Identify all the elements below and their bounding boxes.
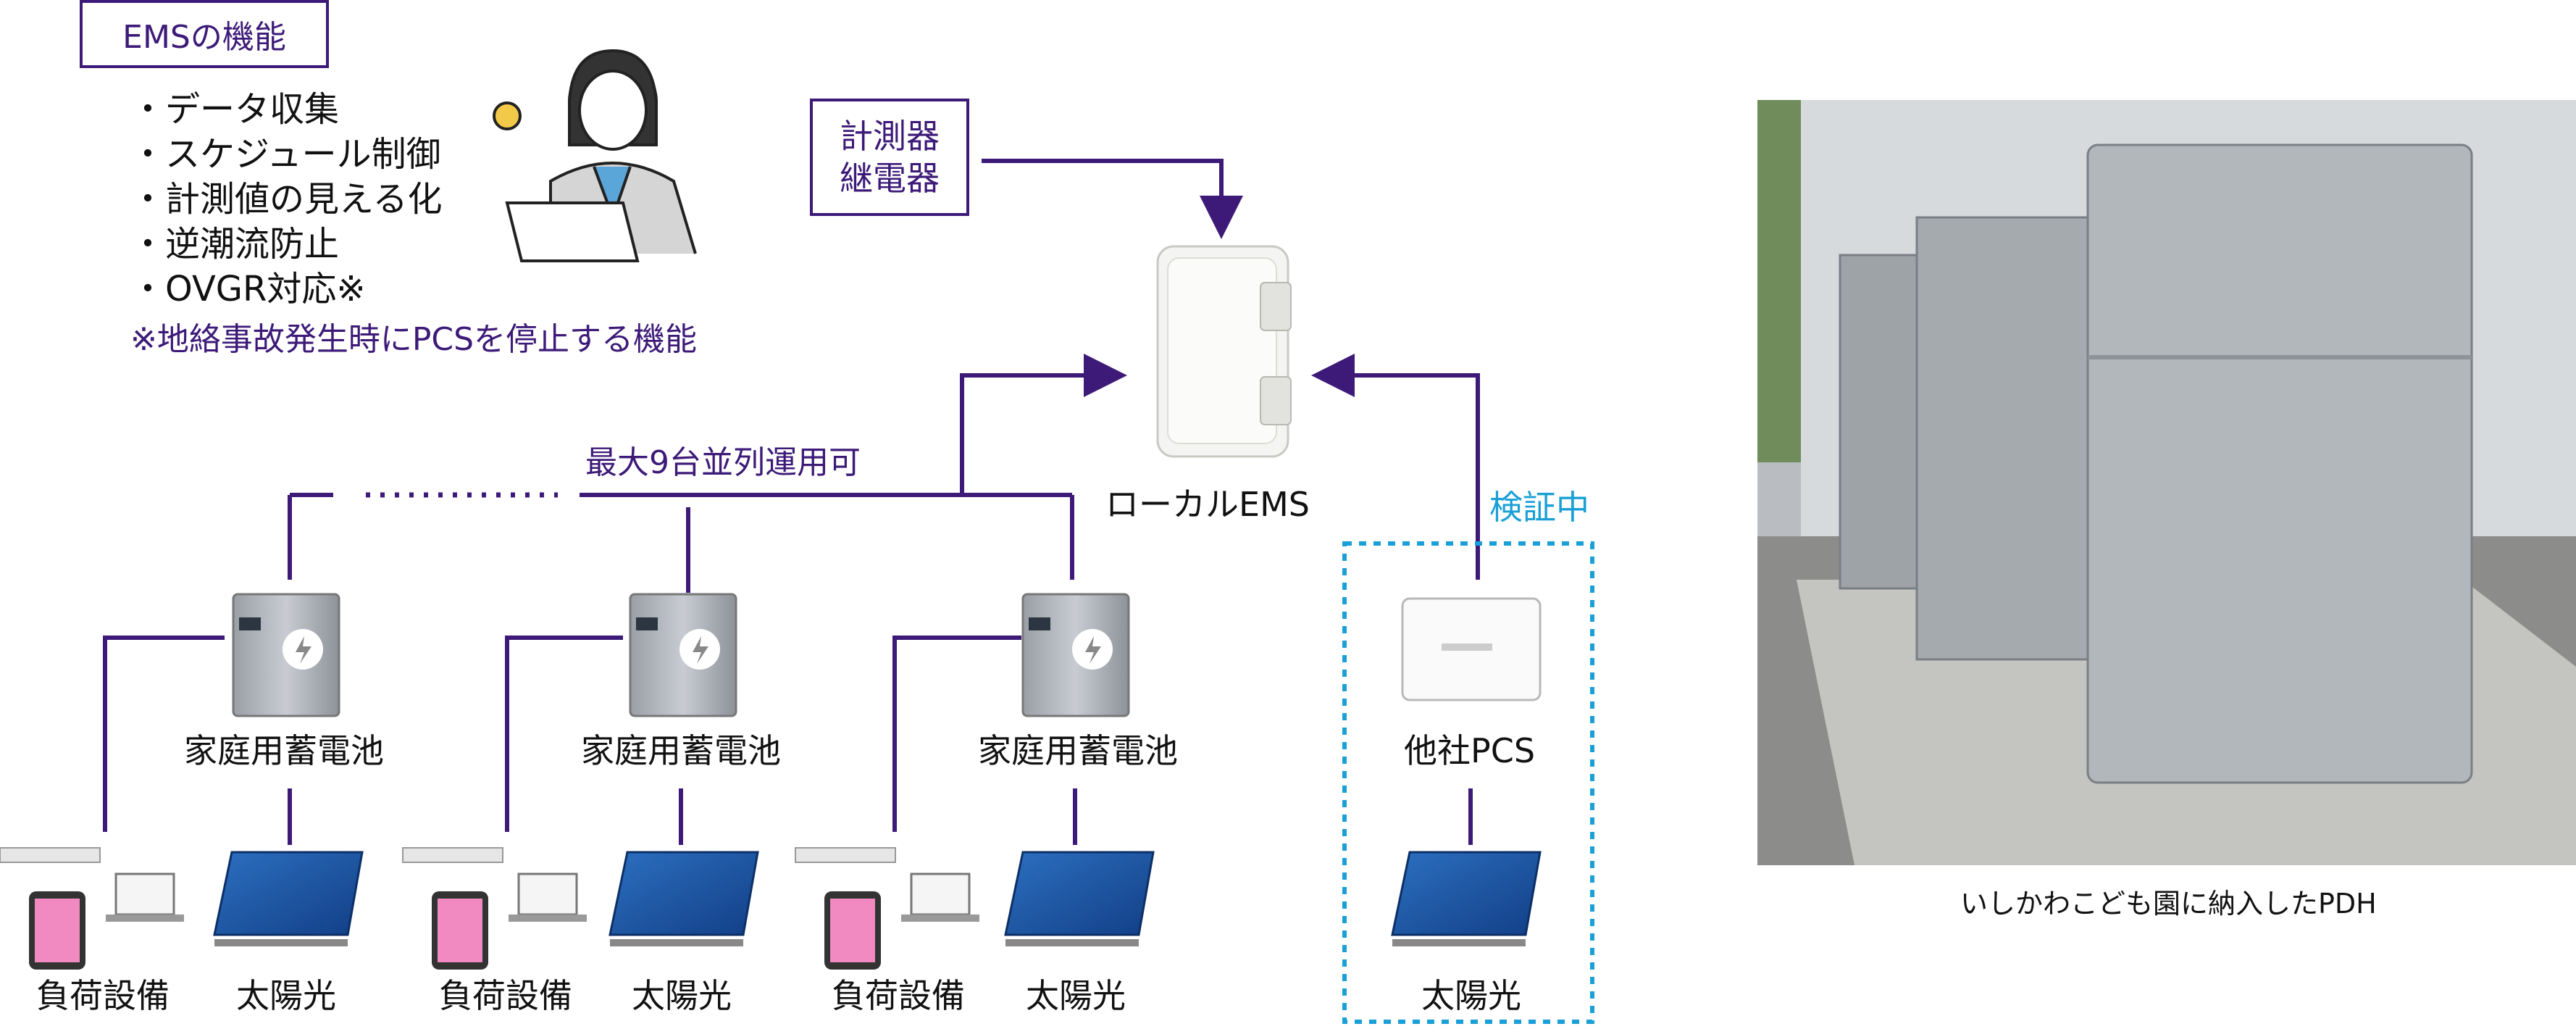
verification-label: 検証中 bbox=[1489, 488, 1589, 527]
ems-features-title: EMSの機能 bbox=[80, 0, 329, 68]
load-label-2: 負荷設備 bbox=[439, 976, 572, 1015]
site-photo bbox=[1757, 100, 2576, 865]
battery-cabinet-3 bbox=[1021, 593, 1130, 717]
battery-label-3: 家庭用蓄電池 bbox=[978, 731, 1178, 770]
relay-label: 継電器 bbox=[840, 159, 940, 198]
local-ems-label: ローカルEMS bbox=[1105, 485, 1310, 524]
solar-panel-3 bbox=[1004, 851, 1155, 946]
feature-item: ・OVGR対応※ bbox=[130, 269, 366, 309]
meter-to-ems-line bbox=[982, 159, 1243, 239]
solar-panel-2 bbox=[609, 851, 759, 946]
solar-panel-4 bbox=[1391, 851, 1542, 946]
ems-feature-list: ・データ収集 ・スケジュール制御 ・計測値の見える化 ・逆潮流防止 ・OVGR対… bbox=[130, 87, 443, 312]
other-pcs-label: 他社PCS bbox=[1404, 731, 1536, 770]
parallel-operation-label: 最大9台並列運用可 bbox=[585, 444, 861, 481]
feature-item: ・逆潮流防止 bbox=[130, 224, 340, 264]
solar-label-4: 太陽光 bbox=[1421, 976, 1521, 1015]
battery-label-2: 家庭用蓄電池 bbox=[581, 731, 781, 770]
solar-label-3: 太陽光 bbox=[1026, 976, 1126, 1015]
ems-device-image bbox=[1156, 245, 1292, 458]
load-label-3: 負荷設備 bbox=[832, 976, 965, 1015]
photo-caption: いしかわこども園に納入したPDH bbox=[1960, 888, 2377, 920]
load-equipment-2 bbox=[402, 847, 587, 970]
load-equipment-1 bbox=[0, 847, 184, 970]
ovgr-note: ※地絡事故発生時にPCSを停止する機能 bbox=[130, 321, 698, 358]
meter-relay-box: 計測器 継電器 bbox=[810, 99, 969, 216]
battery-cabinet-2 bbox=[629, 593, 737, 717]
feature-item: ・データ収集 bbox=[130, 89, 340, 130]
solar-label-2: 太陽光 bbox=[632, 976, 732, 1015]
load-equipment-3 bbox=[795, 847, 979, 970]
feature-item: ・計測値の見える化 bbox=[130, 179, 443, 220]
person-illustration bbox=[493, 49, 697, 262]
battery-cabinet-1 bbox=[232, 593, 340, 717]
solar-panel-1 bbox=[213, 851, 364, 946]
battery-label-1: 家庭用蓄電池 bbox=[184, 731, 384, 770]
meter-label: 計測器 bbox=[840, 117, 940, 156]
solar-label-1: 太陽光 bbox=[236, 976, 336, 1015]
bus-to-ems-line bbox=[960, 354, 1127, 495]
pcs-to-ems-line bbox=[1311, 354, 1480, 580]
other-pcs-device bbox=[1401, 597, 1542, 701]
feature-item: ・スケジュール制御 bbox=[130, 134, 441, 175]
load-label-1: 負荷設備 bbox=[36, 976, 170, 1015]
